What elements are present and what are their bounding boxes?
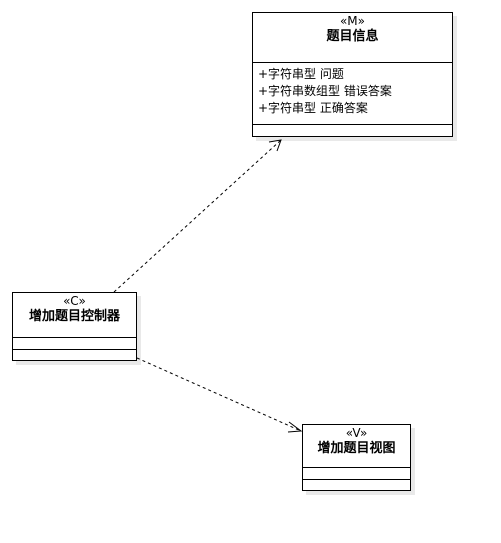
operations-compartment	[13, 349, 136, 360]
attribute-question: +字符串型 问题	[258, 67, 344, 81]
attributes-compartment: +字符串型 问题 +字符串数组型 错误答案 +字符串型 正确答案	[253, 62, 452, 124]
stereotype-label: «M»	[339, 14, 366, 28]
class-name: 增加题目视图	[317, 441, 396, 456]
class-controller[interactable]: «C» 增加题目控制器	[12, 292, 137, 361]
operations-compartment	[303, 479, 410, 490]
class-name: 题目信息	[326, 29, 379, 44]
class-header: «V» 增加题目视图	[303, 425, 410, 467]
stereotype-label: «C»	[63, 294, 86, 308]
class-name: 增加题目控制器	[28, 309, 120, 324]
attribute-correct-answer: +字符串型 正确答案	[258, 101, 368, 115]
dependency-controller-to-model[interactable]	[113, 139, 282, 293]
stereotype-label: «V»	[345, 426, 368, 440]
class-view[interactable]: «V» 增加题目视图	[302, 424, 411, 491]
dependency-line	[113, 139, 282, 293]
attributes-compartment	[13, 337, 136, 349]
class-header: «C» 增加题目控制器	[13, 293, 136, 337]
open-arrowhead	[287, 421, 303, 433]
attribute-wrong-answers: +字符串数组型 错误答案	[258, 84, 392, 98]
attributes-compartment	[303, 467, 410, 479]
dependency-controller-to-view[interactable]	[136, 357, 303, 433]
class-header: «M» 题目信息	[253, 13, 452, 62]
operations-compartment	[253, 124, 452, 136]
class-model[interactable]: «M» 题目信息 +字符串型 问题 +字符串数组型 错误答案 +字符串型 正确答…	[252, 12, 453, 137]
dependency-line	[136, 357, 302, 432]
open-arrowhead	[268, 139, 282, 152]
